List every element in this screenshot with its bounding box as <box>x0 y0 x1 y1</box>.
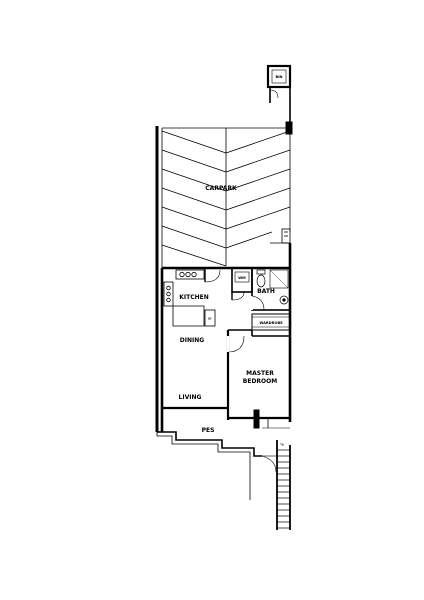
master-bedroom-label-line1: MASTER <box>246 370 274 377</box>
pes-label: PES <box>202 427 215 434</box>
bathroom <box>251 267 291 311</box>
living-label: LIVING <box>179 394 202 401</box>
pes-boundary <box>156 431 262 500</box>
carpark-label: CARPARK <box>205 185 237 192</box>
wm-label: WM <box>238 276 246 280</box>
bedroom-bottom-detail <box>253 409 290 429</box>
left-boundary-wall <box>155 126 163 432</box>
wm-area <box>231 267 253 301</box>
bath-label: BATH <box>257 288 275 295</box>
staircase <box>276 440 291 530</box>
bedroom-partition <box>226 329 290 353</box>
carpark-area <box>161 127 291 267</box>
kitchen-label: KITCHEN <box>179 294 209 301</box>
bin-label: BIN <box>275 75 282 79</box>
master-bedroom-label-line2: BEDROOM <box>243 378 277 385</box>
svg-text:RF: RF <box>208 317 212 321</box>
wardrobe-label: WARDROBE <box>259 321 283 325</box>
wardrobe <box>251 313 291 331</box>
dining-label: DINING <box>180 337 204 344</box>
kitchen-fixtures: RF <box>163 268 221 327</box>
entry-gate <box>261 455 277 473</box>
